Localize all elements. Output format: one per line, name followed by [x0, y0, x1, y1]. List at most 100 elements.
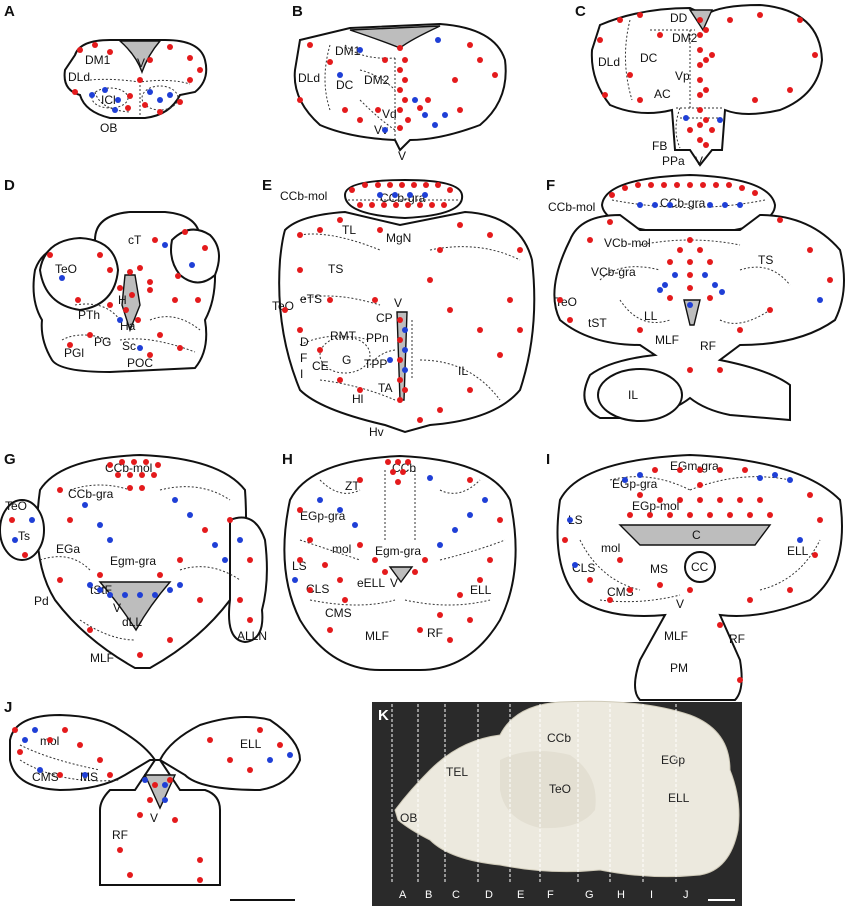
label-J-ELL: ELL: [240, 737, 262, 751]
red-cell-dot: [327, 59, 333, 65]
red-cell-dot: [117, 285, 123, 291]
blue-cell-dot: [162, 782, 168, 788]
red-cell-dot: [77, 47, 83, 53]
label-E-CP: CP: [376, 311, 393, 325]
red-cell-dot: [477, 577, 483, 583]
blue-cell-dot: [712, 282, 718, 288]
red-cell-dot: [357, 202, 363, 208]
red-cell-dot: [197, 857, 203, 863]
blue-cell-dot: [442, 112, 448, 118]
red-cell-dot: [342, 107, 348, 113]
label-A-V: V: [137, 56, 145, 70]
red-cell-dot: [717, 497, 723, 503]
blue-cell-dot: [107, 537, 113, 543]
label-G-V: V: [113, 601, 121, 615]
blue-cell-dot: [222, 557, 228, 563]
label-I-V: V: [676, 597, 684, 611]
tectum-lobe-right: [170, 228, 220, 284]
red-cell-dot: [127, 472, 133, 478]
label-H-RF: RF: [427, 626, 443, 640]
cerebellum-corpus-E: [343, 178, 464, 220]
red-cell-dot: [687, 182, 693, 188]
panel-B: B DM1 DLd DC DM2 Vd Vv V: [292, 3, 507, 163]
blue-cell-dot: [402, 327, 408, 333]
red-cell-dot: [412, 569, 418, 575]
label-B-DM1: DM1: [335, 44, 361, 58]
panel-D: D cT TeO H PTh Ha PG Sc PGl POC: [4, 177, 220, 374]
red-cell-dot: [157, 332, 163, 338]
blue-cell-dot: [122, 592, 128, 598]
red-cell-dot: [362, 182, 368, 188]
blue-cell-dot: [667, 202, 673, 208]
red-cell-dot: [135, 317, 141, 323]
red-cell-dot: [12, 727, 18, 733]
panel-G: G CCb-mol TeO CCb-gra Ts EGa Egm-gra Pd …: [0, 451, 268, 669]
slice-letter-B: B: [425, 889, 432, 901]
red-cell-dot: [557, 297, 563, 303]
red-cell-dot: [587, 577, 593, 583]
label-I-mol: mol: [601, 541, 620, 555]
blue-cell-dot: [637, 202, 643, 208]
red-cell-dot: [429, 202, 435, 208]
slice-letter-F: F: [547, 889, 554, 901]
red-cell-dot: [195, 297, 201, 303]
red-cell-dot: [137, 812, 143, 818]
label-F-CCb-gra: CCb-gra: [660, 196, 706, 210]
red-cell-dot: [147, 279, 153, 285]
red-cell-dot: [677, 497, 683, 503]
blue-cell-dot: [89, 92, 95, 98]
slice-letter-I: I: [650, 889, 653, 901]
red-cell-dot: [402, 387, 408, 393]
red-cell-dot: [747, 512, 753, 518]
blue-cell-dot: [59, 275, 65, 281]
label-F-IL: IL: [628, 388, 638, 402]
cell-dots-D: [47, 229, 208, 358]
red-cell-dot: [405, 202, 411, 208]
cell-dots-G: [9, 459, 253, 658]
red-cell-dot: [395, 459, 401, 465]
blue-cell-dot: [427, 475, 433, 481]
label-C-Vp: Vp: [675, 69, 690, 83]
panel-letter-K: K: [378, 707, 389, 724]
blue-cell-dot: [402, 347, 408, 353]
panel-letter-H: H: [282, 451, 293, 468]
label-I-LS: LS: [568, 513, 583, 527]
photo-label-OB: OB: [400, 811, 417, 825]
red-cell-dot: [297, 97, 303, 103]
red-cell-dot: [697, 17, 703, 23]
cell-dots-B: [297, 37, 498, 133]
label-B-DC: DC: [336, 78, 354, 92]
red-cell-dot: [142, 102, 148, 108]
label-F-CCb-mol: CCb-mol: [548, 200, 595, 214]
f-il-lobe: [597, 368, 683, 422]
red-cell-dot: [172, 817, 178, 823]
blue-cell-dot: [32, 727, 38, 733]
red-cell-dot: [137, 652, 143, 658]
label-G-TeO: TeO: [5, 499, 27, 513]
red-cell-dot: [703, 142, 709, 148]
red-cell-dot: [137, 265, 143, 271]
red-cell-dot: [657, 497, 663, 503]
red-cell-dot: [767, 512, 773, 518]
label-H-ZT: ZT: [345, 479, 360, 493]
red-cell-dot: [390, 469, 396, 475]
label-C-DD: DD: [670, 11, 688, 25]
section-outline-A: [63, 39, 208, 119]
blue-cell-dot: [407, 192, 413, 198]
label-C-DM2: DM2: [672, 31, 698, 45]
red-cell-dot: [687, 587, 693, 593]
inner-boundary-G: [39, 484, 241, 641]
red-cell-dot: [47, 252, 53, 258]
red-cell-dot: [627, 587, 633, 593]
red-cell-dot: [637, 492, 643, 498]
label-J-V: V: [150, 811, 158, 825]
red-cell-dot: [152, 782, 158, 788]
label-H-EGp-gra: EGp-gra: [300, 509, 346, 523]
blue-cell-dot: [687, 302, 693, 308]
label-C-DLd: DLd: [598, 55, 620, 69]
red-cell-dot: [607, 219, 613, 225]
photo-label-ELL: ELL: [668, 791, 690, 805]
red-cell-dot: [107, 49, 113, 55]
